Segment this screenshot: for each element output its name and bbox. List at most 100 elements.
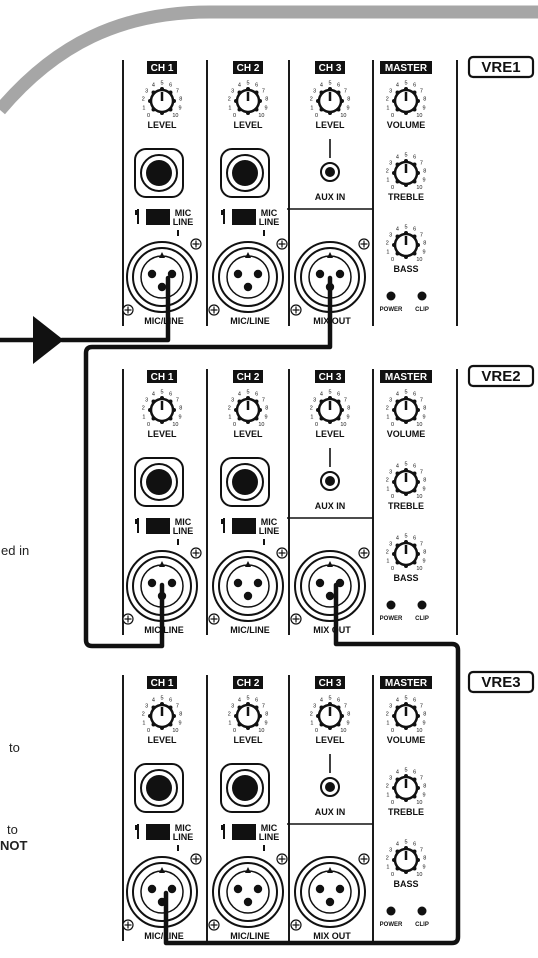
unit1-master-volume-knob-label: VOLUME <box>387 120 426 130</box>
unit3-ch1-title: CH 1 <box>151 678 174 689</box>
unit2-master-led-label-power: POWER <box>380 616 403 622</box>
unit2-master-bass-knob-grip <box>412 560 417 565</box>
unit3-ch2-tick-8: 8 <box>265 712 268 718</box>
unit2-master-bass-knob-grip <box>416 552 420 556</box>
unit3-ch3-tick-4: 4 <box>320 698 323 704</box>
unit3-master-volume-knob-grip <box>392 714 396 718</box>
unit2-master-volume-tick-0: 0 <box>391 422 394 428</box>
unit1-master-treble-knob-grip <box>395 162 400 167</box>
unit3-ch3-tick-8: 8 <box>347 712 350 718</box>
unit1-master-treble-tick-2: 2 <box>386 169 389 175</box>
unit2-ch3-tick-9: 9 <box>347 414 350 420</box>
unit2-master-treble-knob-grip <box>404 468 408 472</box>
unit3-master-treble-tick-10: 10 <box>416 800 422 806</box>
unit3-ch3-socket-label: MIX OUT <box>313 931 351 941</box>
unit3-ch2-switch-body <box>232 824 256 840</box>
unit3-master-volume-tick-6: 6 <box>413 698 416 704</box>
caption-fragment-3: to <box>7 822 18 837</box>
unit2-ch2-switch-body <box>232 518 256 534</box>
unit2-master-bass-tick-10: 10 <box>416 566 422 572</box>
unit2-ch3-xlr-latch <box>327 561 333 567</box>
unit1-master-treble-knob-grip <box>404 159 408 163</box>
unit2-ch1-tick-4: 4 <box>152 392 155 398</box>
unit2-ch3-aux-label: AUX IN <box>315 501 346 511</box>
unit2-ch3-title-box <box>315 370 345 383</box>
unit2-master-treble-tick-9: 9 <box>423 486 426 492</box>
unit1-ch3-knob-label: LEVEL <box>315 120 345 130</box>
unit1-ch1-xlr-pin <box>167 269 177 279</box>
unit1-master-treble-knob-grip <box>412 179 417 184</box>
unit3-ch3-tick-7: 7 <box>344 703 347 709</box>
unit1-master-treble-tick-1: 1 <box>386 177 389 183</box>
unit3-master-volume-knob-grip <box>412 722 417 727</box>
unit3-ch1-switch-label-mic: MIC <box>175 823 192 833</box>
unit3-master-volume-tick-10: 10 <box>416 728 422 734</box>
unit3-ch2-xlr-pin <box>233 884 243 894</box>
unit1-ch3-knob-grip <box>328 87 332 91</box>
unit3-master-bass-tick-0: 0 <box>391 872 394 878</box>
unit1-master-bass-knob-grip <box>395 234 400 239</box>
unit3-ch3-xlr-pin <box>335 884 345 894</box>
unit2-ch2-knob-grip <box>234 408 238 412</box>
unit3-ch1-xlr-latch <box>159 867 165 873</box>
unit3-ch1-tick-6: 6 <box>169 698 172 704</box>
unit1-ch3-xlr-pin <box>335 269 345 279</box>
unit1-ch1-tick-4: 4 <box>152 83 155 89</box>
unit1-master-treble-tick-3: 3 <box>389 160 392 166</box>
unit3-ch3-knob-grip <box>328 726 332 730</box>
unit2-ch1-tick-5: 5 <box>160 390 163 396</box>
unit2-master-treble-tick-1: 1 <box>386 486 389 492</box>
unit1-ch1-xlr-latch <box>159 252 165 258</box>
unit1-ch1-tick-3: 3 <box>145 88 148 94</box>
unit1-ch3-tick-7: 7 <box>344 88 347 94</box>
unit3-master-volume-knob-grip <box>404 726 408 730</box>
unit1-master-title: MASTER <box>385 63 428 74</box>
unit2-ch2-socket-label: MIC/LINE <box>230 625 270 635</box>
unit1-ch3-knob-grip <box>328 111 332 115</box>
unit3-master-volume-tick-3: 3 <box>389 703 392 709</box>
input-to-vre1-ch1 <box>59 275 171 343</box>
unit2-master-title-box <box>380 370 432 383</box>
unit1-master-bass-tick-7: 7 <box>420 232 423 238</box>
unit2-ch3-tick-8: 8 <box>347 406 350 412</box>
unit3-master-bass-knob-grip <box>392 858 396 862</box>
unit3-ch3-aux-label: AUX IN <box>315 807 346 817</box>
unit1-master-volume-knob-grip <box>404 87 408 91</box>
unit1-ch3-socket-label: MIX OUT <box>313 316 351 326</box>
unit3-ch2-title-box <box>233 676 263 689</box>
unit1-master-bass-knob-grip <box>412 234 417 239</box>
unit2-master-volume-tick-6: 6 <box>413 392 416 398</box>
unit2-master-bass-tick-5: 5 <box>404 534 407 540</box>
unit-tag: VRE1 <box>481 59 520 76</box>
unit2-master-treble-tick-7: 7 <box>420 469 423 475</box>
unit1-ch1-tick-6: 6 <box>169 83 172 89</box>
unit3-ch3-tick-6: 6 <box>337 698 340 704</box>
unit1-master-led-label-clip: CLIP <box>415 307 429 313</box>
unit1-master-title-box <box>380 61 432 74</box>
unit2-master-treble-tick-4: 4 <box>396 464 399 470</box>
unit2-ch2-tick-6: 6 <box>255 392 258 398</box>
unit3-ch3-tick-9: 9 <box>347 720 350 726</box>
unit2-ch1-knob-label: LEVEL <box>147 429 177 439</box>
unit1-ch2-jack-hole <box>232 160 258 186</box>
unit1-ch1-knob-label: LEVEL <box>147 120 177 130</box>
unit3-master-volume-knob-grip <box>416 714 420 718</box>
unit1-master-volume-tick-0: 0 <box>391 113 394 119</box>
unit3-ch1-knob-label: LEVEL <box>147 735 177 745</box>
caption-fragment-1: ed in <box>1 543 30 558</box>
unit1-master-bass-knob-grip <box>404 255 408 259</box>
unit1-ch3-knob-grip <box>319 90 324 95</box>
unit3-ch1-knob-grip <box>151 722 156 727</box>
unit3-ch1-knob-grip <box>160 726 164 730</box>
unit2-master-bass-tick-6: 6 <box>413 536 416 542</box>
unit1-ch1-title: CH 1 <box>151 63 174 74</box>
unit1-master-bass-tick-6: 6 <box>413 227 416 233</box>
unit2-ch2-switch-label-mic: MIC <box>261 517 278 527</box>
unit1-ch3-tick-4: 4 <box>320 83 323 89</box>
unit1-ch1-xlr-pin <box>147 269 157 279</box>
